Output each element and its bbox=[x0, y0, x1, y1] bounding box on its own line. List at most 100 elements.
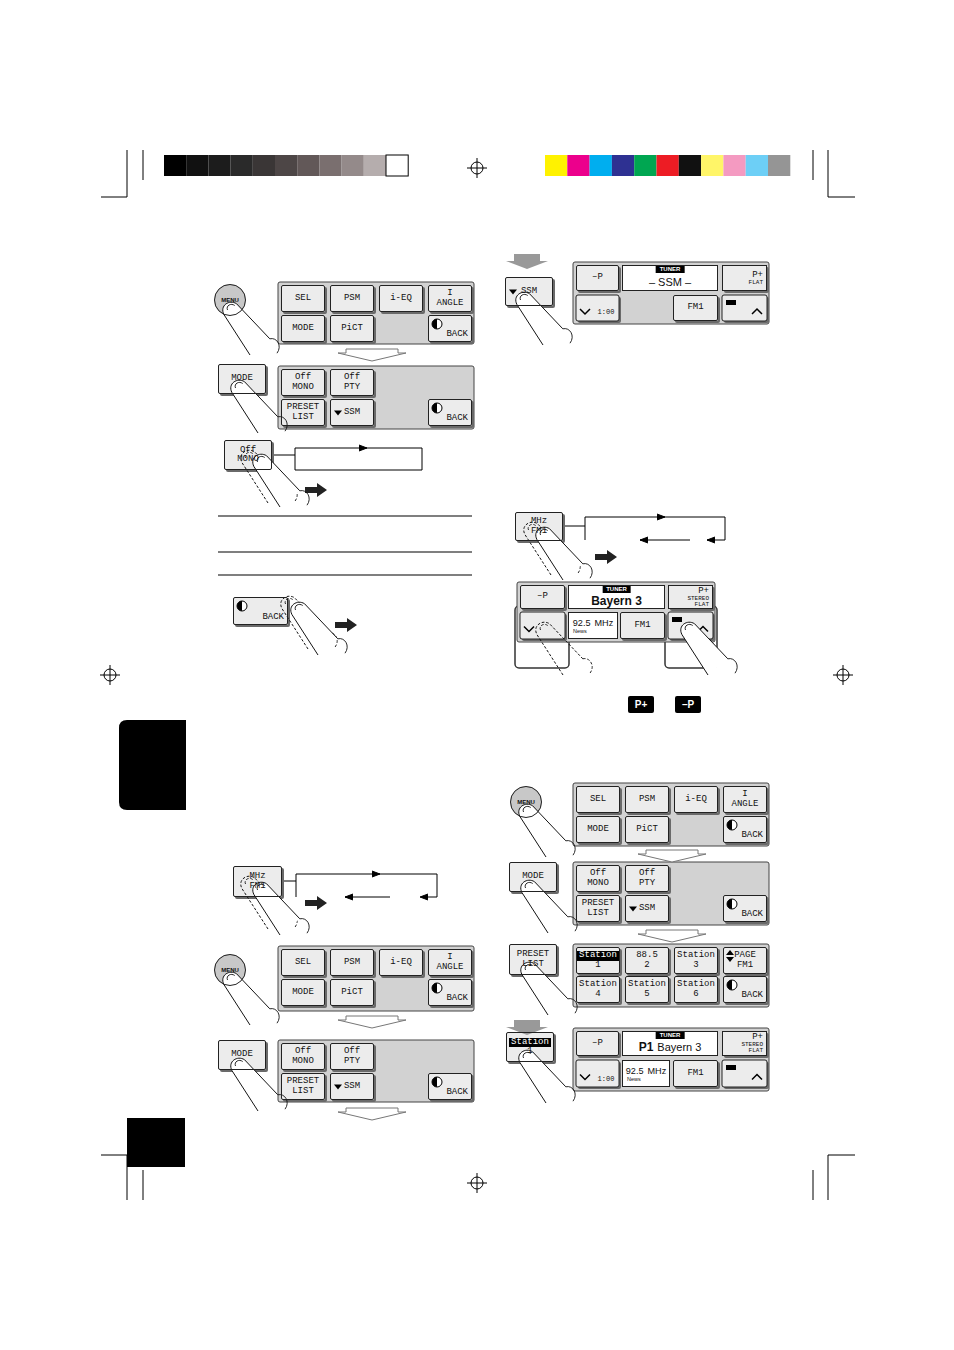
button-label: FM1 bbox=[737, 961, 753, 970]
button-face bbox=[330, 285, 374, 312]
button-face bbox=[625, 895, 669, 922]
clock-readout: 1:00 bbox=[594, 1073, 618, 1085]
touch-button: OffMONO bbox=[281, 1043, 325, 1070]
finger bbox=[231, 1058, 278, 1111]
button-icon bbox=[672, 617, 682, 622]
button-label: News bbox=[623, 1076, 669, 1082]
button-label: BACK bbox=[446, 994, 468, 1003]
lcd-display: TUNERBayern 3 bbox=[568, 585, 665, 609]
finger bbox=[519, 804, 566, 857]
button-icon bbox=[727, 980, 732, 990]
button-label: P+ bbox=[752, 271, 763, 280]
registration-target bbox=[833, 665, 853, 685]
button-face bbox=[628, 696, 654, 713]
finger bbox=[253, 454, 300, 507]
button-face bbox=[625, 786, 669, 813]
finger bbox=[231, 1058, 278, 1111]
menu-button: MENU bbox=[214, 284, 246, 316]
color-bar bbox=[186, 155, 208, 176]
button-face bbox=[576, 1031, 619, 1056]
button-label: TUNER bbox=[602, 586, 631, 593]
touch-button: FM1 bbox=[673, 295, 718, 321]
button-face bbox=[576, 295, 619, 321]
button-label: ANGLE bbox=[436, 299, 463, 308]
button-label: MONO bbox=[237, 455, 259, 464]
button-label: –P bbox=[537, 592, 548, 601]
color-bar bbox=[208, 155, 230, 176]
finger bbox=[300, 919, 309, 934]
button-face bbox=[576, 947, 620, 974]
button-face bbox=[576, 976, 620, 1003]
touch-button: i-EQ bbox=[379, 949, 423, 976]
button-icon bbox=[432, 1077, 442, 1087]
touch-button: BACK bbox=[428, 399, 472, 426]
key-symbol: –P bbox=[675, 696, 701, 713]
finger bbox=[295, 604, 303, 610]
finger bbox=[519, 804, 566, 857]
button-label: MONO bbox=[292, 1057, 314, 1066]
finger bbox=[223, 302, 270, 355]
button-icon bbox=[580, 309, 590, 314]
button-label: Station bbox=[677, 980, 715, 989]
button-label: 1 bbox=[595, 961, 600, 970]
button-label: FM1 bbox=[249, 882, 265, 891]
button-icon bbox=[432, 983, 437, 993]
button-icon bbox=[727, 899, 732, 909]
registration-target bbox=[467, 158, 487, 178]
finger bbox=[519, 1050, 566, 1103]
button-label: Off bbox=[639, 869, 655, 878]
touch-button: PSM bbox=[625, 786, 669, 813]
button-label: BACK bbox=[446, 1088, 468, 1097]
button-face bbox=[428, 315, 472, 342]
button-face bbox=[379, 949, 423, 976]
touch-button: MODE bbox=[281, 979, 325, 1006]
preset-button: P+STEREOFLAT bbox=[722, 1031, 767, 1056]
button-face bbox=[625, 816, 669, 843]
button-label: Off bbox=[295, 1047, 311, 1056]
button-label: MENU bbox=[517, 799, 535, 805]
button-face bbox=[281, 315, 325, 342]
button-label: FM1 bbox=[531, 527, 547, 536]
button-face bbox=[428, 949, 472, 976]
button-label: 1:00 bbox=[598, 308, 615, 316]
touch-panel bbox=[278, 262, 769, 1102]
finger bbox=[285, 598, 293, 604]
button-label: PRESET LIST bbox=[577, 899, 619, 918]
button-label: Off bbox=[344, 1047, 360, 1056]
button-icon bbox=[509, 290, 517, 295]
button-icon bbox=[727, 820, 737, 830]
button-face bbox=[576, 895, 620, 922]
button-label: MONO bbox=[587, 879, 609, 888]
color-bar bbox=[275, 155, 297, 176]
finger bbox=[338, 639, 347, 654]
finger bbox=[566, 1087, 575, 1102]
touch-button: OffMONO bbox=[576, 865, 620, 892]
color-bar bbox=[231, 155, 253, 176]
button-label: PiCT bbox=[341, 988, 363, 997]
button-label: 6 bbox=[693, 990, 698, 999]
finger bbox=[270, 339, 279, 354]
button-label: I bbox=[447, 289, 452, 298]
touch-button: OffMONO bbox=[224, 440, 272, 470]
color-bar bbox=[590, 155, 612, 176]
touch-button: PAGEFM1 bbox=[723, 947, 767, 974]
button-label: Off bbox=[240, 446, 256, 455]
button-label: TUNER bbox=[656, 1032, 685, 1039]
button-icon bbox=[334, 411, 342, 416]
finger bbox=[521, 880, 568, 933]
touch-button: MODE bbox=[218, 1040, 266, 1070]
button-label: SSM bbox=[639, 904, 655, 913]
button-label: MHz bbox=[648, 1066, 667, 1076]
button-label: MONO bbox=[292, 383, 314, 392]
button-face bbox=[723, 895, 767, 922]
touch-button: BACK bbox=[428, 1073, 472, 1100]
button-icon bbox=[752, 1075, 762, 1080]
button-face bbox=[674, 947, 718, 974]
button-icon bbox=[432, 403, 442, 413]
color-bar bbox=[612, 155, 634, 176]
button-face bbox=[722, 1060, 767, 1087]
registration-target bbox=[100, 665, 120, 685]
button-face bbox=[673, 1060, 718, 1087]
